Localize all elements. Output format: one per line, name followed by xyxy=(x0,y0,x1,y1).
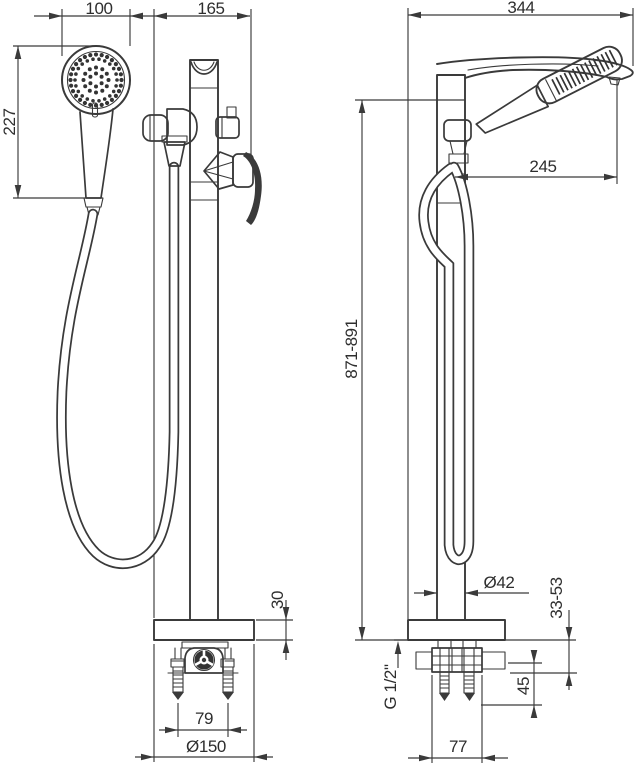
shower-spray-dots xyxy=(68,52,124,108)
dim-overall-height: 871-891 xyxy=(342,99,465,641)
spout-front-arc xyxy=(190,61,218,75)
anchor-bolt-left xyxy=(170,658,185,700)
hose-cone-connector xyxy=(163,141,186,167)
inlet-left xyxy=(415,651,433,670)
extension-lines-under xyxy=(153,8,618,619)
shower-head-slot xyxy=(91,102,99,118)
shower-handle-side xyxy=(475,84,549,134)
dim-label-spout-reach: 245 xyxy=(529,157,556,176)
dim-label-anchor-bolt-spacing-side: 77 xyxy=(449,737,467,756)
hand-shower-side xyxy=(475,45,623,134)
dim-label-overall-depth: 344 xyxy=(507,0,534,17)
dim-spout-reach: 245 xyxy=(455,157,617,181)
shower-hose-front xyxy=(56,161,180,570)
dim-label-base-plate-diameter: Ø150 xyxy=(186,737,226,756)
hand-shower-front xyxy=(61,45,131,216)
spray-face-hatch xyxy=(551,48,620,95)
spout-side xyxy=(436,56,634,86)
clamp-wheel xyxy=(192,648,216,672)
dim-label-handshower-length: 227 xyxy=(0,108,19,135)
shower-holder-bracket xyxy=(142,108,198,167)
base-plate-side xyxy=(394,619,576,641)
anchor-bolt-rear-side xyxy=(462,639,477,701)
lever-handle xyxy=(243,152,262,225)
dim-base-plate-thickness: 30 xyxy=(256,591,293,660)
shower-handle xyxy=(79,108,114,199)
dim-label-anchor-bolt-spacing-front: 79 xyxy=(195,709,213,728)
dim-column-diameter: Ø42 xyxy=(414,573,529,597)
front-view xyxy=(56,45,262,700)
dim-anchor-bolt-spacing-front: 79 xyxy=(159,703,247,737)
column-front xyxy=(189,59,219,621)
dim-floor-mount-range: 33-53 xyxy=(510,577,577,690)
dim-label-connection-thread: G 1/2" xyxy=(381,664,400,710)
dim-label-holder-offset: 165 xyxy=(197,0,224,18)
base-plate-front xyxy=(153,619,255,641)
dim-label-column-diameter: Ø42 xyxy=(484,573,515,592)
spout-nozzle xyxy=(608,76,621,86)
dim-overall-depth: 344 xyxy=(408,0,634,66)
floor-mount-side xyxy=(415,639,506,701)
inlet-right xyxy=(481,651,506,670)
dim-head-diameter: 100 xyxy=(34,0,152,56)
dim-label-floor-mount-range: 33-53 xyxy=(547,577,566,618)
dim-label-overall-height: 871-891 xyxy=(342,319,361,379)
dim-anchor-bolt-spacing-side: 77 xyxy=(408,675,508,763)
dim-base-plate-diameter: Ø150 xyxy=(135,644,273,762)
dim-label-undermount-depth: 45 xyxy=(514,677,533,695)
dim-connection-thread: G 1/2" xyxy=(381,641,402,710)
anchor-bolt-front-side xyxy=(437,639,452,701)
diverter-and-lever xyxy=(203,151,262,225)
dim-undermount-depth: 45 xyxy=(481,650,542,718)
dim-label-head-diameter: 100 xyxy=(85,0,112,18)
floor-mount-front xyxy=(167,641,239,700)
dim-handshower-length: 227 xyxy=(0,45,103,199)
shower-hose-side xyxy=(418,161,475,566)
dim-holder-offset: 165 xyxy=(152,0,250,20)
side-valve-front xyxy=(215,106,240,139)
dim-label-base-plate-thickness: 30 xyxy=(268,591,287,609)
side-view xyxy=(394,45,634,701)
anchor-bolt-right xyxy=(220,658,235,700)
